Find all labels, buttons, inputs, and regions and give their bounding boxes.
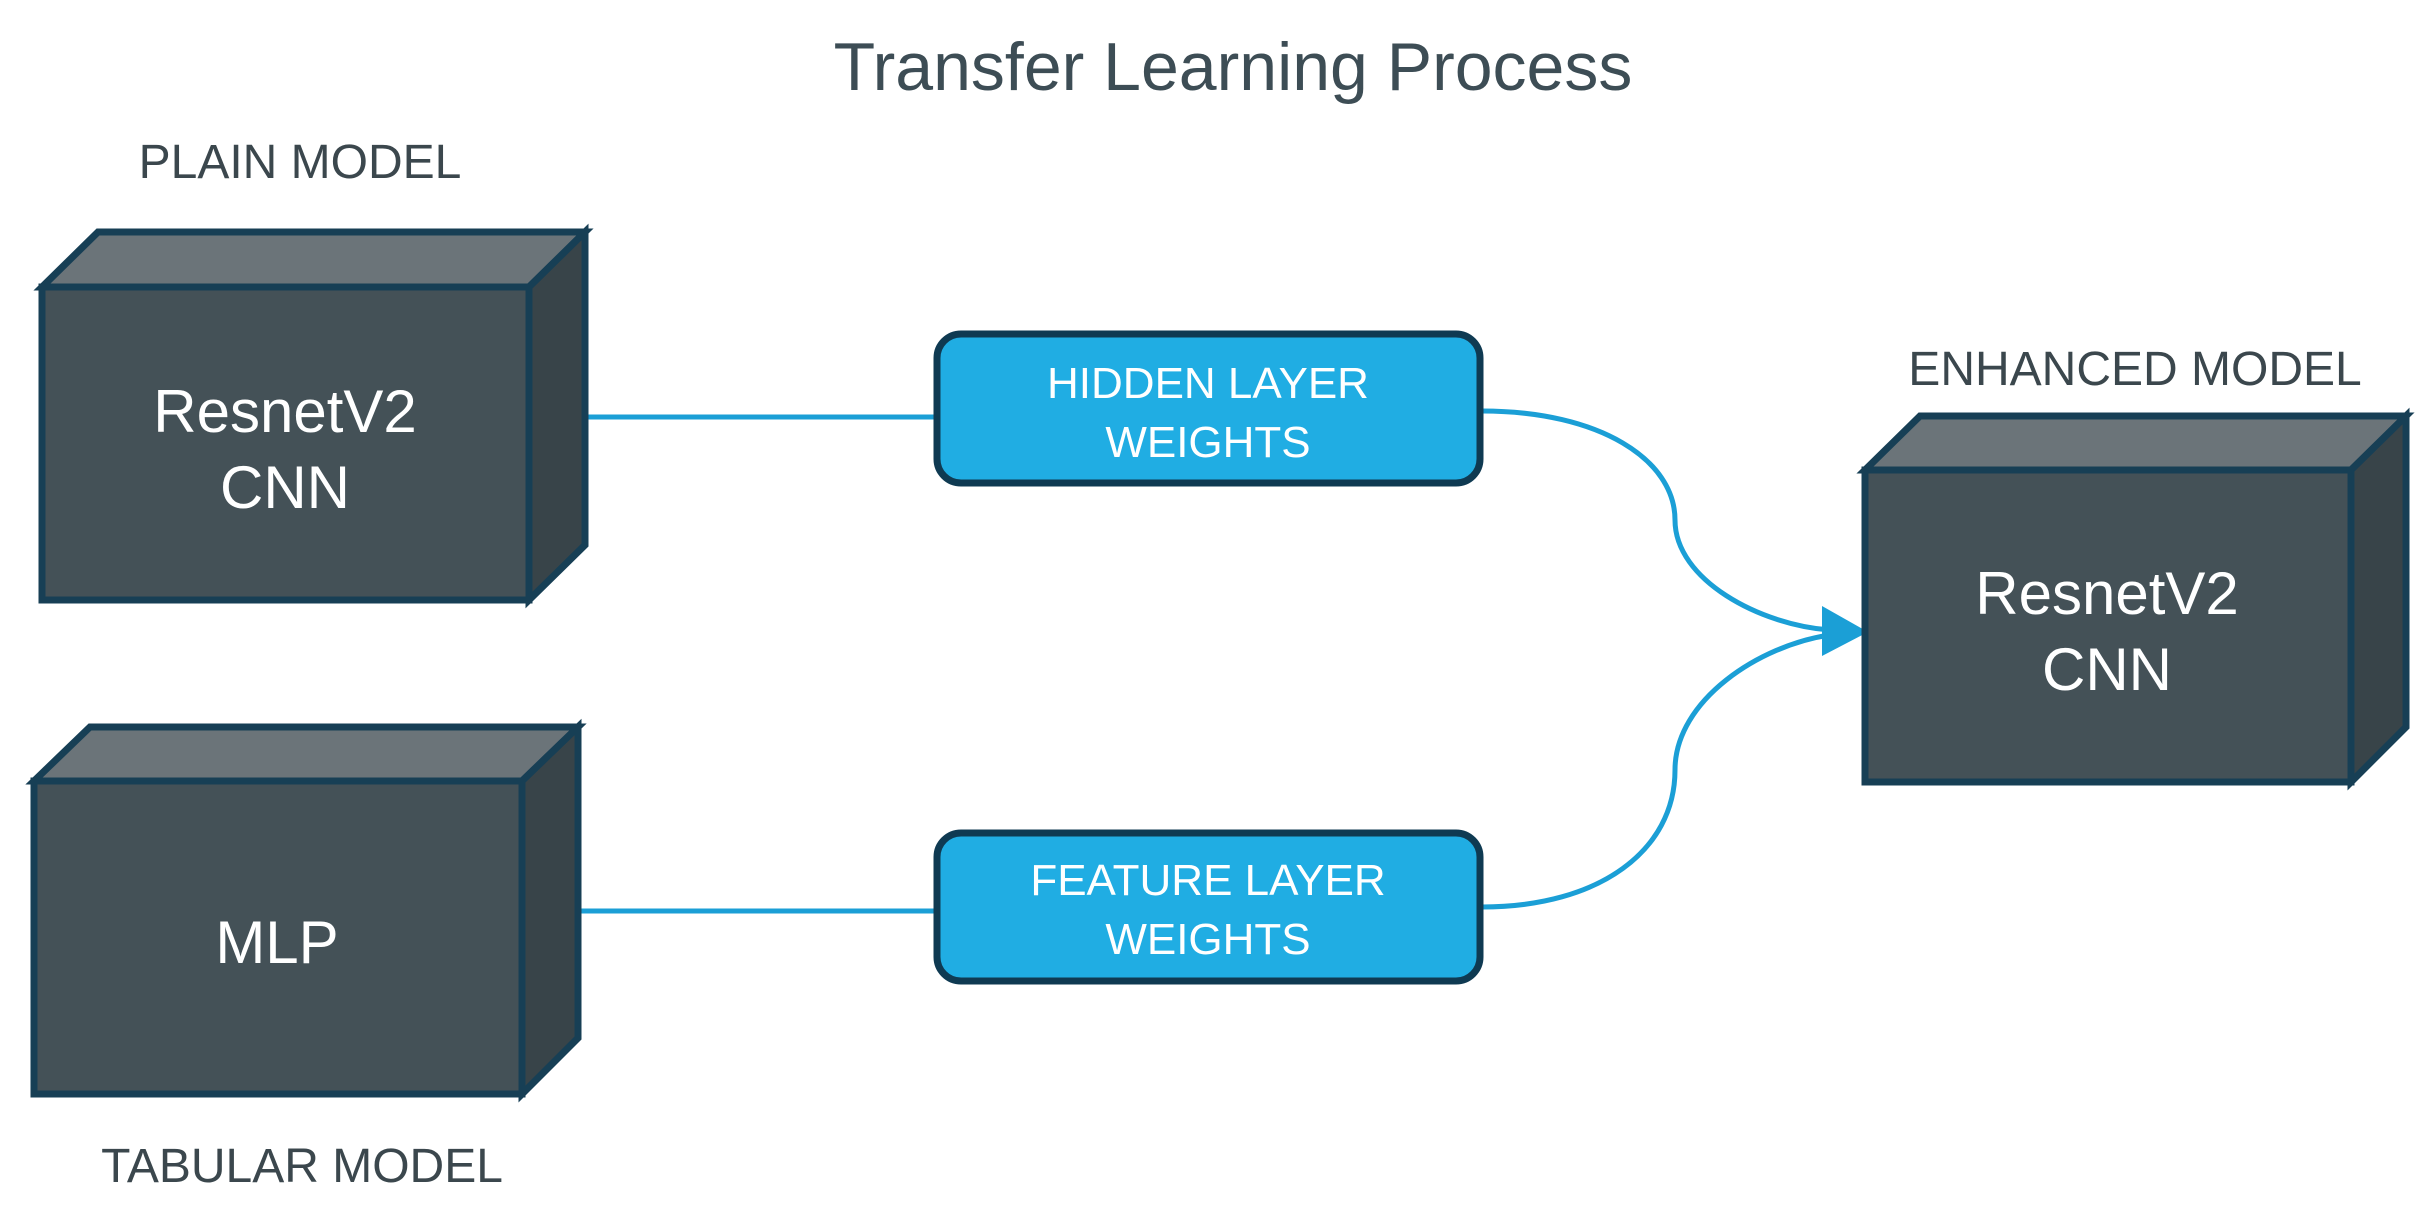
feature-weights-line2: WEIGHTS — [1105, 915, 1310, 964]
feature-weights-rect — [933, 829, 1484, 985]
cube-side-face — [525, 223, 589, 609]
plain-model-type: CNN — [220, 454, 350, 521]
plain-model-name: ResnetV2 — [153, 378, 417, 445]
cube-front-face — [1861, 466, 2355, 786]
plain-model-label: PLAIN MODEL — [139, 136, 462, 189]
arrow-head-icon — [1822, 606, 1868, 656]
hidden-to-enhanced-connector — [1481, 408, 1831, 633]
cube-front-face — [38, 283, 533, 604]
feature-to-enhanced-connector — [1481, 632, 1831, 910]
hidden-weights-line2: WEIGHTS — [1105, 418, 1310, 467]
hidden-weights-rect — [933, 330, 1484, 487]
enhanced-model-type: CNN — [2042, 636, 2172, 703]
plain-model-box: ResnetV2 CNN — [33, 223, 594, 609]
feature-layer-weights-box: FEATURE LAYER WEIGHTS — [933, 829, 1484, 985]
enhanced-model-box: ResnetV2 CNN — [1856, 407, 2415, 791]
connectors — [578, 408, 1868, 914]
cube-top-face — [33, 228, 594, 291]
cube-top-face — [25, 723, 587, 785]
tabular-model-label: TABULAR MODEL — [101, 1140, 503, 1193]
hidden-layer-weights-box: HIDDEN LAYER WEIGHTS — [933, 330, 1484, 487]
tabular-model-box: MLP — [25, 718, 587, 1103]
cube-side-face — [518, 718, 582, 1103]
enhanced-model-name: ResnetV2 — [1975, 560, 2239, 627]
hidden-weights-line1: HIDDEN LAYER — [1047, 359, 1369, 408]
cube-top-face — [1856, 412, 2415, 474]
feature-weights-line1: FEATURE LAYER — [1030, 856, 1385, 905]
cube-side-face — [2347, 407, 2410, 791]
tabular-model-name: MLP — [215, 909, 338, 976]
cube-front-face — [30, 777, 526, 1098]
enhanced-model-label: ENHANCED MODEL — [1908, 343, 2361, 396]
diagram-title: Transfer Learning Process — [834, 29, 1633, 105]
